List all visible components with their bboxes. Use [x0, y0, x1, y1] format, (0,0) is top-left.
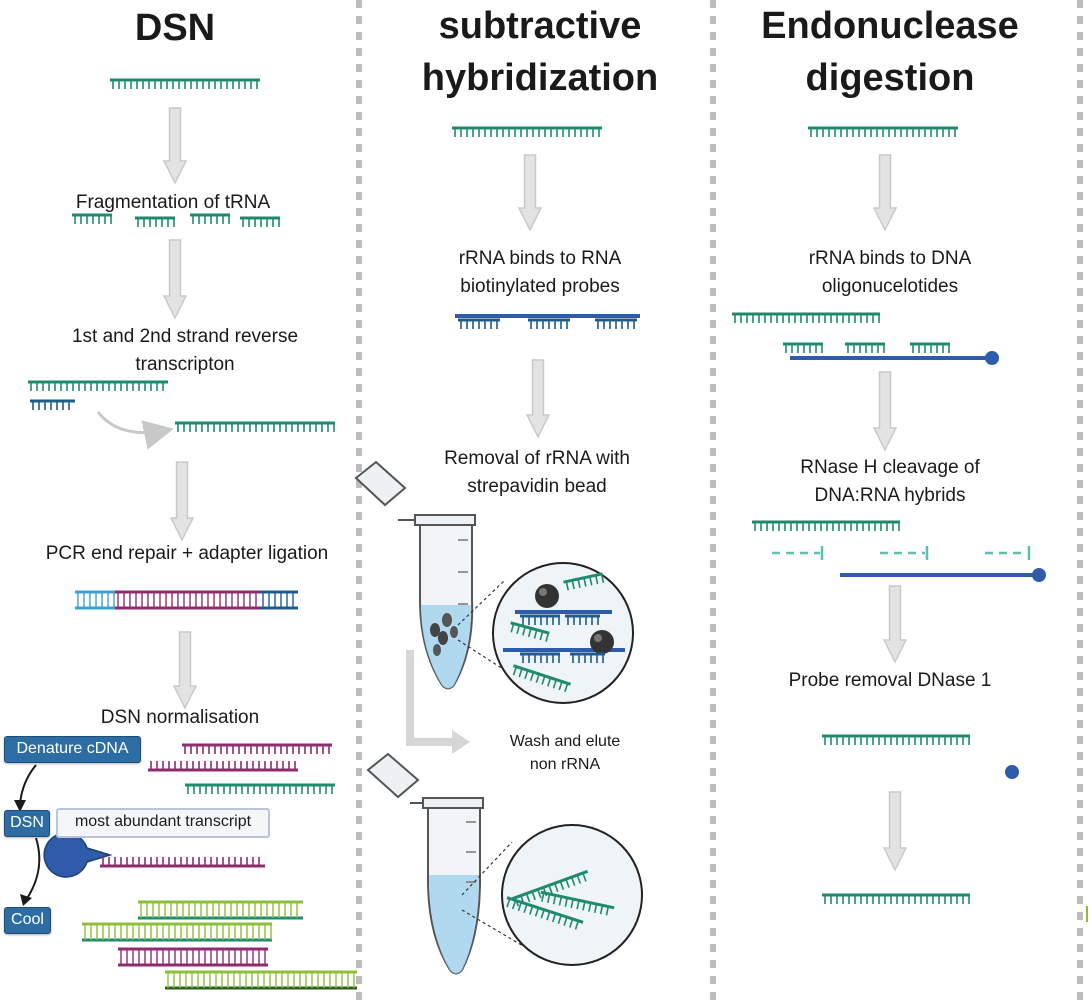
dsn-fragment-4 [240, 216, 280, 227]
dsn-enzyme-icon [43, 832, 113, 878]
sub-arrow-1 [517, 154, 543, 232]
endo-rrna-strand-3 [822, 734, 970, 745]
dsn-norm-strand-1 [182, 743, 332, 754]
dsn-fragment-3 [190, 213, 230, 224]
sub-wash-arrow [406, 650, 455, 746]
sub-zoom-strand-a [520, 614, 560, 625]
sub-step-bind-line1: rRNA binds to RNA [458, 248, 622, 269]
dsn-flow-arrow-2 [25, 837, 41, 901]
sub-bound-fragment-3 [595, 318, 637, 329]
sub-zoom2-strand-c [506, 896, 584, 930]
dsn-rt-product [175, 421, 335, 432]
endo-oligo-2 [845, 342, 885, 353]
endo-arrow-3 [882, 585, 908, 664]
sub-bound-fragment-2 [528, 318, 570, 329]
sub-step-wash-line2: non rRNA [529, 756, 601, 773]
dsn-duplex-1 [138, 900, 303, 920]
dsn-flow-arrow-1 [19, 764, 37, 805]
dsn-step-rt-line1: 1st and 2nd strand reverse [71, 326, 299, 347]
most-abundant-transcript-box: most abundant transcript [56, 808, 270, 838]
sub-zoom-strand-e [563, 572, 605, 591]
endo-final-strand [822, 893, 970, 904]
endo-degraded-probe-end [1005, 765, 1019, 779]
sub-bound-fragment-1 [458, 318, 500, 329]
sub-wash-arrowhead [452, 730, 470, 754]
dsn-rt-strand-cdna [30, 399, 75, 410]
sub-zoom-strand-d [570, 652, 605, 663]
sub-zoom2-strand-a [511, 869, 589, 907]
dsn-step-pcr: PCR end repair + adapter ligation [45, 543, 329, 564]
endo-arrow-1 [872, 154, 898, 232]
dsn-arrow-1 [162, 107, 188, 185]
sub-step-removal-line2: strepavidin bead [467, 476, 607, 497]
sub-zoom-strand-c [520, 652, 560, 663]
dsn-duplex-2 [82, 922, 272, 942]
endo-step-probe-removal: Probe removal DNase 1 [788, 670, 992, 691]
dsn-step-rt-line2: transcripton [135, 354, 235, 375]
endo-cleaved-2 [880, 546, 929, 560]
sub-arrow-2 [525, 359, 551, 439]
sub-tube-2-icon [366, 752, 484, 975]
sub-strand-top [452, 126, 602, 137]
sub-title-line1: subtractive [438, 5, 642, 47]
sub-zoom-circle-2 [501, 824, 643, 966]
endo-arrow-2 [872, 371, 898, 452]
sub-zoom-circle-1 [492, 562, 634, 704]
sub-step-wash-line1: Wash and elute [509, 733, 621, 750]
endo-step-bind-line2: oligonucelotides [821, 276, 959, 297]
endo-cleaved-3 [985, 546, 1031, 560]
dsn-fragment-2 [135, 216, 175, 227]
dsn-arrow-4 [172, 631, 198, 710]
endo-step-bind-line1: rRNA binds to DNA [808, 248, 972, 269]
dsn-flow-arrowhead-2 [20, 894, 32, 906]
endo-rrna-strand-2 [752, 520, 900, 531]
cool-box: Cool [4, 907, 51, 934]
sub-zoom-strand-g [512, 664, 571, 693]
sub-step-removal-line1: Removal of rRNA with [444, 448, 630, 469]
sub-zoom-line-3 [461, 841, 513, 896]
dsn-flow-arrowhead-1 [14, 800, 26, 812]
sub-zoom2-strand-b [540, 890, 615, 916]
endo-title-line1: Endonuclease [761, 5, 1019, 47]
endo-step-cleavage-line2: DNA:RNA hybrids [814, 485, 966, 506]
dsn-arrow-3 [169, 461, 195, 542]
endo-oligo-1 [783, 342, 823, 353]
dsn-step-fragmentation: Fragmentation of tRNA [75, 192, 271, 213]
sub-tube-1-icon [354, 460, 476, 690]
sub-zoom-line-4 [461, 909, 531, 951]
dsn-library-fragment [75, 590, 298, 610]
sub-zoom-line-1 [457, 579, 506, 626]
dsn-norm-strand-2 [148, 761, 298, 772]
endo-oligo-3 [910, 342, 950, 353]
endo-step-cleavage-line1: RNase H cleavage of [800, 457, 980, 478]
sub-step-bind-line2: biotinylated probes [460, 276, 620, 297]
sub-zoom-strand-f [510, 621, 550, 642]
endo-strand-top [808, 126, 958, 137]
endo-title-line2: digestion [805, 57, 975, 99]
dsn-duplex-3 [118, 947, 268, 967]
endo-rrna-strand [732, 312, 880, 323]
denature-cdna-box: Denature cDNA [4, 736, 141, 763]
endo-arrow-4 [882, 791, 908, 872]
endo-dna-end-1 [985, 351, 999, 365]
dsn-norm-strand-3 [185, 783, 335, 794]
endo-dna-end-2 [1032, 568, 1046, 582]
endo-cleaved-1 [772, 546, 824, 560]
dsn-rt-strand-rna [28, 380, 168, 391]
dsn-fragment-1 [72, 213, 112, 224]
sub-title-line2: hybridization [421, 57, 659, 99]
dsn-strand-top [110, 78, 260, 89]
dsn-arrow-2 [162, 239, 188, 320]
dsn-cleaved-strand [100, 857, 265, 868]
dsn-rt-curve-arrow [96, 411, 174, 450]
dsn-enzyme-box: DSN [4, 810, 50, 837]
dsn-duplex-4 [165, 970, 357, 990]
dsn-step-normalisation: DSN normalisation [100, 707, 260, 728]
dsn-title: DSN [134, 7, 216, 49]
sub-zoom-strand-b [565, 614, 600, 625]
